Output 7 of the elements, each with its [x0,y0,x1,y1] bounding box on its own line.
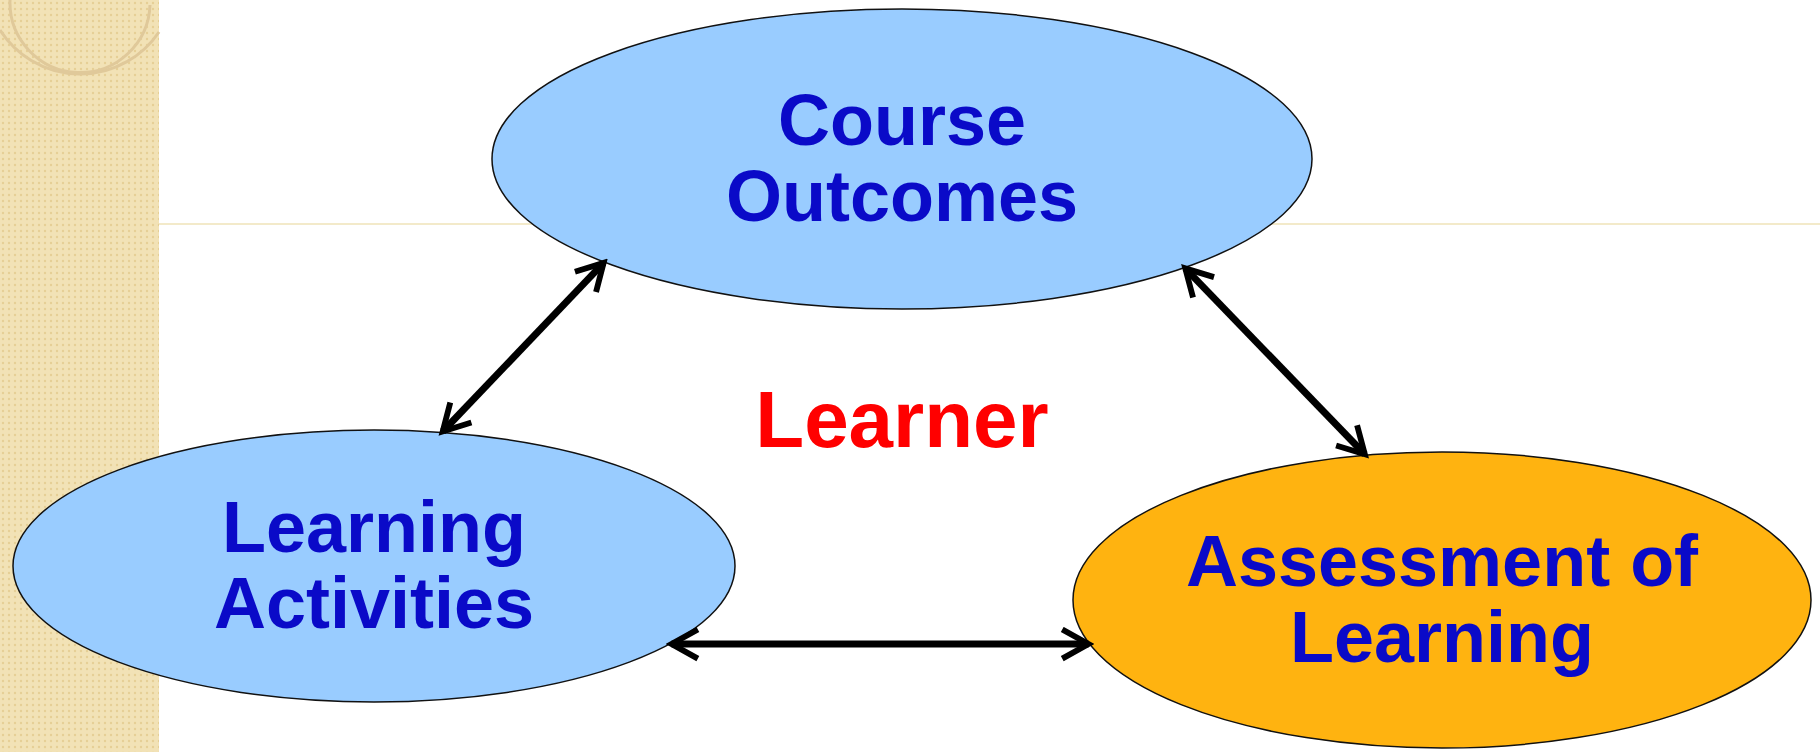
node-label: Course Outcomes [724,83,1080,235]
double-arrow [668,626,1092,662]
center-label: Learner [755,374,1049,466]
double-arrow [439,259,607,435]
double-arrow [1182,265,1368,458]
node-label: Learning Activities [212,490,536,642]
node-label: Assessment of Learning [1184,524,1700,676]
